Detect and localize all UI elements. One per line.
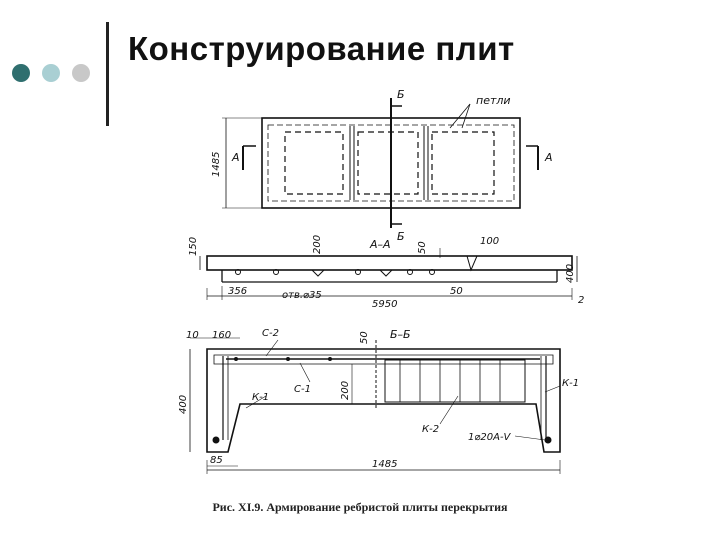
dot-grey (72, 64, 90, 82)
plan-section-left-label: А (231, 151, 240, 164)
rebar-dot-right (544, 436, 552, 444)
dim-2: 2 (578, 295, 584, 306)
plan-width-dim: 1485 (211, 152, 222, 177)
section-bb-title: Б–Б (390, 328, 411, 341)
section-aa-notch-2 (379, 269, 393, 277)
dim-400-bb: 400 (178, 395, 189, 414)
leader-k1-right (544, 385, 561, 393)
dim-50-aa-bottom: 50 (450, 286, 463, 297)
frame-k2-label: К-2 (422, 424, 439, 435)
dim-50-bb: 50 (359, 331, 370, 344)
dim-10: 10 (186, 330, 199, 341)
slab-length: 5950 (372, 299, 397, 310)
hole-2 (273, 269, 279, 275)
leader-rebar (514, 435, 546, 441)
loops-label: петли (476, 94, 511, 107)
section-aa (199, 248, 578, 300)
section-bb (189, 337, 561, 474)
section-bb-flange (213, 354, 554, 365)
section-aa-notch-1 (311, 269, 325, 277)
dim-100: 100 (480, 236, 499, 247)
section-aa-title: А–А (369, 238, 391, 251)
frame-k1-right-label: К-1 (562, 378, 579, 389)
dim-85: 85 (210, 455, 223, 466)
hole-3 (355, 269, 361, 275)
rebar-dot-left (212, 436, 220, 444)
dim-200-bb: 200 (340, 381, 351, 400)
dim-150: 150 (188, 237, 199, 256)
rebar-label: 1⌀20А-Ⅴ (468, 432, 512, 443)
slide-title: Конструирование плит (128, 30, 515, 67)
decorative-dots (12, 64, 94, 84)
title-divider (106, 22, 109, 126)
leader-c1 (299, 362, 311, 383)
mesh-c1-label: С-1 (294, 384, 311, 395)
plan-cell-3 (431, 131, 495, 195)
loops-leader-2 (461, 103, 471, 129)
dot-dark (12, 64, 30, 82)
plan-section-right-label: А (544, 151, 553, 164)
section-bb-rebars (212, 357, 552, 444)
dim-400-aa: 400 (565, 264, 576, 283)
leader-k1-left (245, 395, 267, 409)
dim-356: 356 (228, 286, 247, 297)
leader-c2 (265, 339, 279, 357)
dot-light (42, 64, 60, 82)
plan-section-bottom-label: Б (397, 230, 405, 243)
mesh-dot-2 (286, 357, 290, 361)
section-bb-width: 1485 (372, 459, 397, 470)
hole-5 (429, 269, 435, 275)
plan-cell-2 (357, 131, 419, 195)
figure-caption: Рис. XI.9. Армирование ребристой плиты п… (212, 500, 508, 514)
holes-label: отв.⌀35 (282, 290, 322, 301)
plan-cell-1 (284, 131, 344, 195)
plan-view (222, 98, 539, 228)
leader-k2 (439, 395, 459, 425)
dim-160: 160 (212, 330, 231, 341)
hole-1 (235, 269, 241, 275)
loops-leader-1 (449, 103, 471, 129)
frame-k2-outline (384, 359, 526, 403)
mesh-dot-3 (328, 357, 332, 361)
dim-200-aa: 200 (312, 235, 323, 254)
plan-section-top-label: Б (397, 88, 405, 101)
mesh-c2-label: С-2 (262, 328, 279, 339)
dim-50-aa-top: 50 (417, 241, 428, 254)
section-aa-notch-3 (466, 255, 478, 272)
section-bb-outline (206, 348, 561, 453)
section-aa-slab (206, 255, 573, 271)
mesh-dot-1 (234, 357, 238, 361)
frame-k1-left-label: К-1 (252, 392, 269, 403)
hole-4 (407, 269, 413, 275)
